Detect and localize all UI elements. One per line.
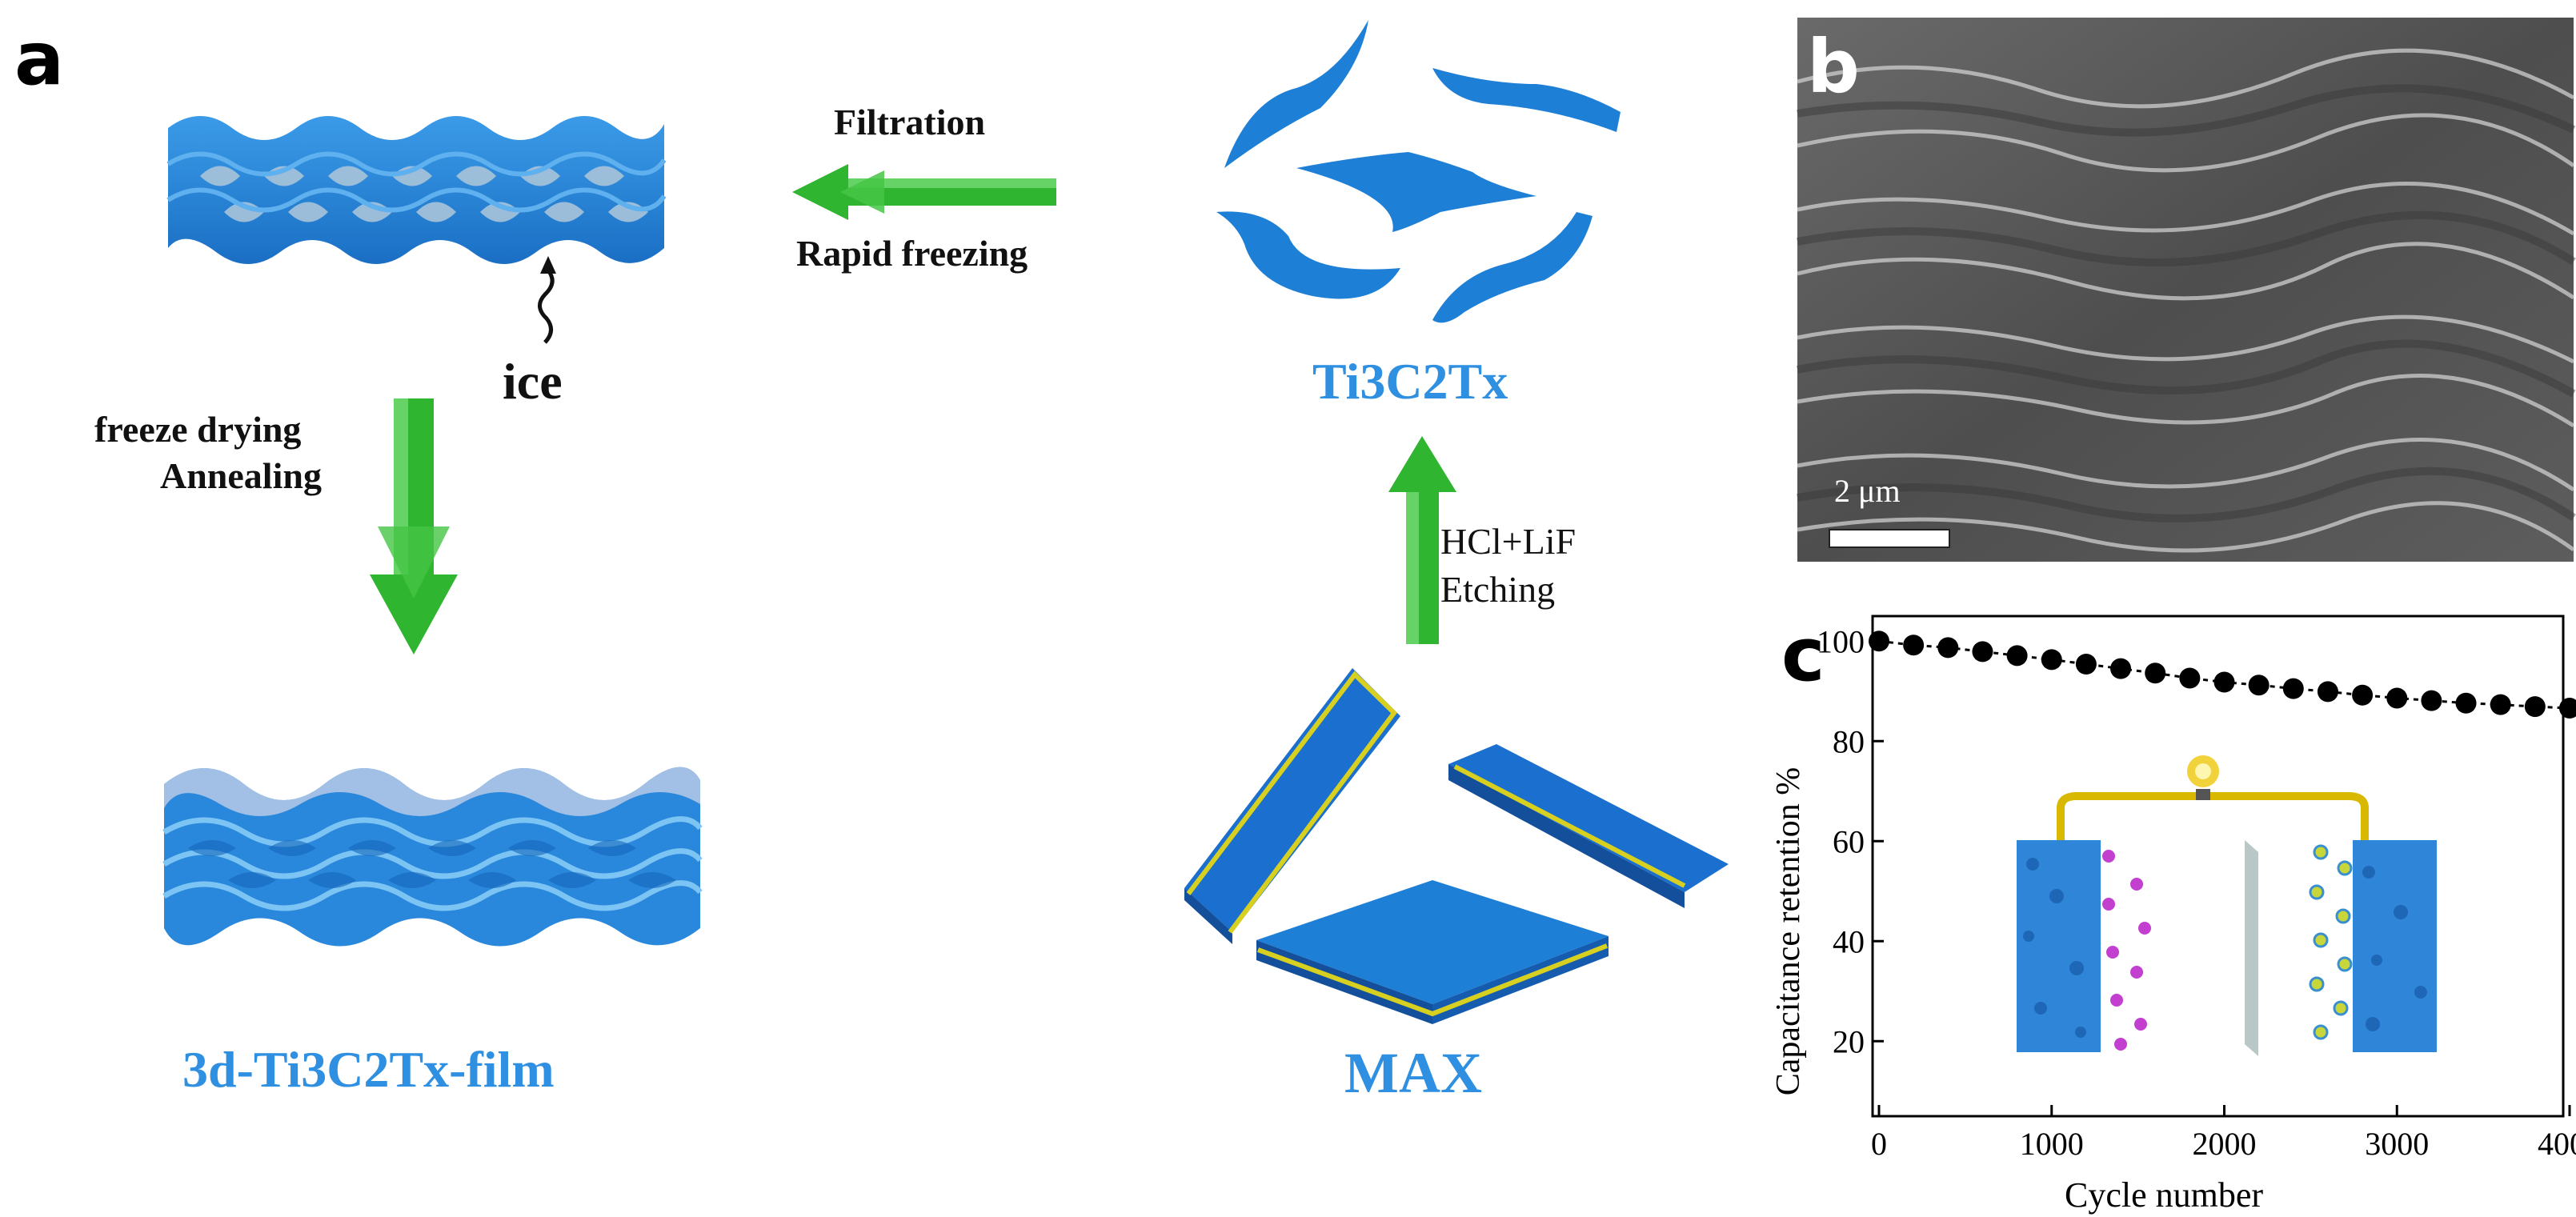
x-tick-label: 0 xyxy=(1871,1126,1887,1162)
data-point xyxy=(2456,693,2477,714)
data-point xyxy=(1869,631,1889,651)
data-point xyxy=(2559,698,2576,719)
data-point xyxy=(2249,675,2270,695)
panel-letter-a: a xyxy=(14,16,64,102)
down-arrow-icon xyxy=(370,398,458,655)
y-tick-label: 100 xyxy=(1817,623,1865,659)
x-tick-label: 4000 xyxy=(2538,1126,2576,1162)
sem-image xyxy=(1797,18,2574,562)
y-tick-label: 40 xyxy=(1833,923,1865,959)
rapid-freezing-label: Rapid freezing xyxy=(796,232,1028,274)
supercapacitor-inset xyxy=(2017,755,2437,1056)
ice-label: ice xyxy=(503,352,563,411)
3d-film-illustration xyxy=(156,736,708,968)
data-point xyxy=(2352,685,2373,706)
x-tick-label: 1000 xyxy=(2020,1126,2084,1162)
hcl-lif-label: HCl+LiF xyxy=(1440,520,1576,562)
panel-letter-b: b xyxy=(1807,24,1860,110)
data-point xyxy=(2490,695,2511,715)
data-point xyxy=(2076,654,2097,675)
x-tick-label: 3000 xyxy=(2365,1126,2429,1162)
data-point xyxy=(1903,635,1924,655)
filtration-label: Filtration xyxy=(834,101,985,143)
max-label: MAX xyxy=(1344,1040,1482,1107)
y-tick-label: 60 xyxy=(1833,823,1865,859)
etching-label: Etching xyxy=(1440,568,1555,611)
data-point xyxy=(2318,681,2338,702)
annealing-label: Annealing xyxy=(160,454,322,497)
y-tick-label: 80 xyxy=(1833,723,1865,759)
max-phase-illustration xyxy=(1184,668,1737,1044)
data-point xyxy=(1972,641,1993,662)
data-point xyxy=(2110,659,2131,679)
data-point xyxy=(2525,696,2546,717)
data-point xyxy=(1937,637,1958,658)
freeze-drying-label: freeze drying xyxy=(94,408,301,450)
mxene-label: Ti3C2Tx xyxy=(1312,352,1508,411)
ice-pointer-icon xyxy=(524,256,572,360)
scale-bar-label: 2 μm xyxy=(1834,472,1901,510)
data-point xyxy=(2283,679,2304,699)
data-point xyxy=(2386,688,2407,709)
left-arrow-icon xyxy=(792,164,1056,220)
frozen-film-illustration xyxy=(152,88,680,296)
data-point xyxy=(2179,668,2200,689)
data-point xyxy=(2214,672,2235,693)
data-point xyxy=(2421,691,2442,711)
x-tick-label: 2000 xyxy=(2193,1126,2257,1162)
y-tick-label: 20 xyxy=(1833,1023,1865,1059)
data-point xyxy=(2145,663,2165,683)
capacitance-chart: 20 40 60 80 100 0 1000 2000 3000 4000 xyxy=(1761,608,2576,1184)
film-label: 3d-Ti3C2Tx-film xyxy=(182,1040,555,1099)
plot-frame xyxy=(1873,616,2563,1116)
mxene-flakes-illustration xyxy=(1200,12,1697,356)
data-point xyxy=(2041,649,2062,670)
data-point xyxy=(2007,645,2028,666)
